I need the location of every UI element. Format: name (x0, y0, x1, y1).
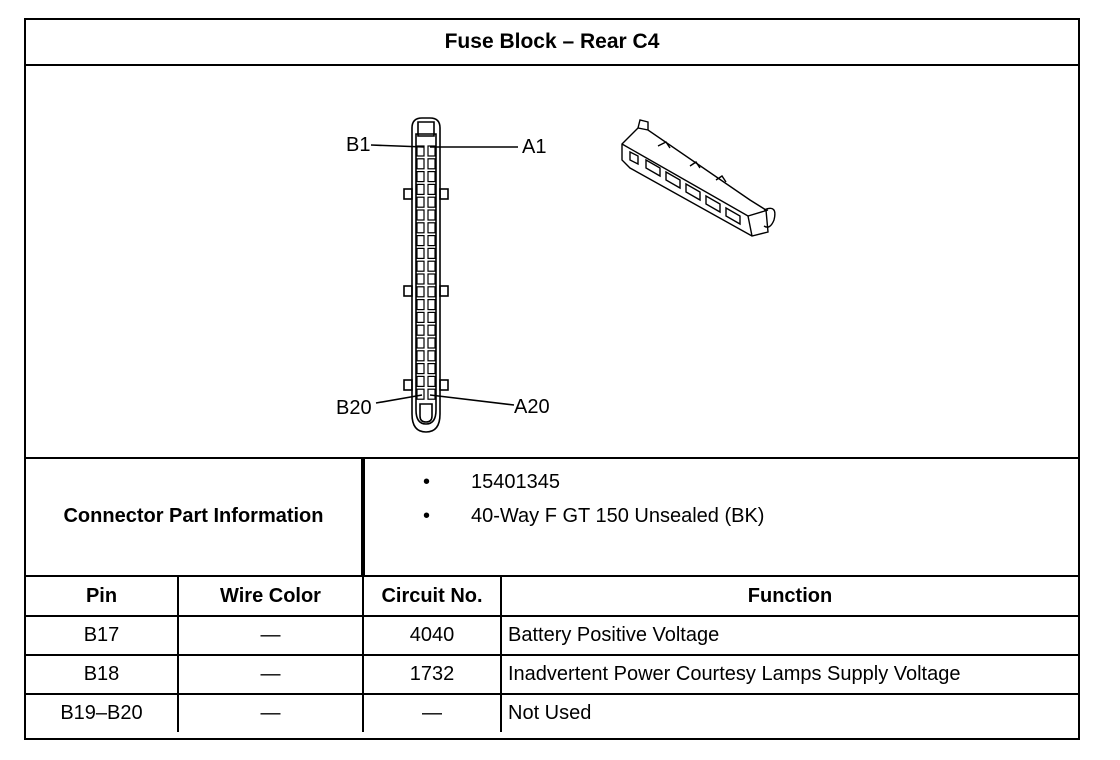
cell-function: Not Used (500, 693, 1078, 732)
pin-table: Pin Wire Color Circuit No. Function B17 … (26, 577, 1078, 732)
table-row: B17 — 4040 Battery Positive Voltage (26, 615, 1078, 656)
pin-cavity (427, 337, 436, 349)
cell-pin: B18 (26, 654, 179, 695)
bullet-icon: • (423, 471, 431, 493)
pin-cavity (427, 145, 436, 157)
pin-label-a1: A1 (522, 136, 546, 158)
connector-face-icon (370, 117, 518, 433)
connector-isometric-icon (621, 119, 776, 237)
list-item: • 40-Way F GT 150 Unsealed (BK) (365, 505, 1078, 539)
cell-circuit: — (362, 693, 502, 732)
connector-sheet: Fuse Block – Rear C4 (24, 18, 1080, 740)
pin-cavity (427, 286, 436, 298)
pin-cavity (416, 324, 425, 336)
pin-label-b20: B20 (336, 397, 372, 419)
pin-cavity (427, 324, 436, 336)
pin-cavity (416, 235, 425, 247)
connector-part-info: Connector Part Information • 15401345 • … (26, 457, 1078, 577)
pin-cavity (416, 311, 425, 323)
cell-pin: B19–B20 (26, 693, 179, 732)
cell-function: Inadvertent Power Courtesy Lamps Supply … (500, 654, 1078, 695)
pin-cavity (427, 247, 436, 259)
pin-cavity (416, 247, 425, 259)
header-wire-color: Wire Color (177, 577, 364, 617)
pin-cavity (427, 183, 436, 196)
pin-cavity (427, 209, 436, 221)
cell-wire-color: — (177, 693, 364, 732)
pin-cavity (416, 145, 425, 157)
connector-diagram: B1 A1 B20 A20 (26, 64, 1078, 459)
pin-cavity (416, 363, 425, 375)
pin-cavity (427, 375, 436, 387)
pin-cavity (427, 170, 436, 183)
pin-cavity (416, 350, 425, 362)
pin-cavity (427, 158, 436, 170)
pin-cavity (416, 299, 425, 311)
pin-cavity (427, 196, 436, 208)
pin-label-a20: A20 (514, 396, 550, 418)
pin-cavity (427, 235, 436, 247)
cell-wire-color: — (177, 615, 364, 656)
connector-drawing: B1 A1 B20 A20 (336, 117, 776, 433)
pin-cavity (427, 350, 436, 362)
connector-info-list: • 15401345 • 40-Way F GT 150 Unsealed (B… (363, 457, 1078, 575)
connector-description: 40-Way F GT 150 Unsealed (BK) (471, 505, 765, 527)
table-header-row: Pin Wire Color Circuit No. Function (26, 577, 1078, 617)
pin-cavity (427, 363, 436, 375)
pin-cavity (427, 273, 436, 285)
pin-cavity (416, 209, 425, 221)
pin-cavity (416, 196, 425, 208)
pin-cavity (416, 286, 425, 298)
pin-cavity (427, 222, 436, 234)
cell-circuit: 4040 (362, 615, 502, 656)
pin-cavity (416, 388, 425, 400)
pin-cavity (427, 260, 436, 272)
cell-circuit: 1732 (362, 654, 502, 695)
pin-cavity (427, 299, 436, 311)
pin-cavity (416, 158, 425, 170)
part-number: 15401345 (471, 471, 560, 493)
pin-label-b1: B1 (346, 134, 370, 156)
cell-function: Battery Positive Voltage (500, 615, 1078, 656)
pin-cavity (416, 170, 425, 183)
cell-pin: B17 (26, 615, 179, 656)
pin-cavity (416, 273, 425, 285)
pin-cavity (416, 222, 425, 234)
pin-cavity (416, 375, 425, 387)
header-pin: Pin (26, 577, 179, 617)
pin-cavity (416, 337, 425, 349)
pin-cavity (416, 183, 425, 196)
header-function: Function (500, 577, 1078, 617)
header-circuit: Circuit No. (362, 577, 502, 617)
table-row: B19–B20 — — Not Used (26, 693, 1078, 732)
pin-cavity (427, 388, 436, 400)
pin-cavity (427, 311, 436, 323)
table-row: B18 — 1732 Inadvertent Power Courtesy La… (26, 654, 1078, 695)
connector-info-label: Connector Part Information (26, 457, 363, 575)
list-item: • 15401345 (365, 471, 1078, 505)
cell-wire-color: — (177, 654, 364, 695)
page-title: Fuse Block – Rear C4 (26, 20, 1078, 66)
bullet-icon: • (423, 505, 431, 527)
pin-cavity (416, 260, 425, 272)
